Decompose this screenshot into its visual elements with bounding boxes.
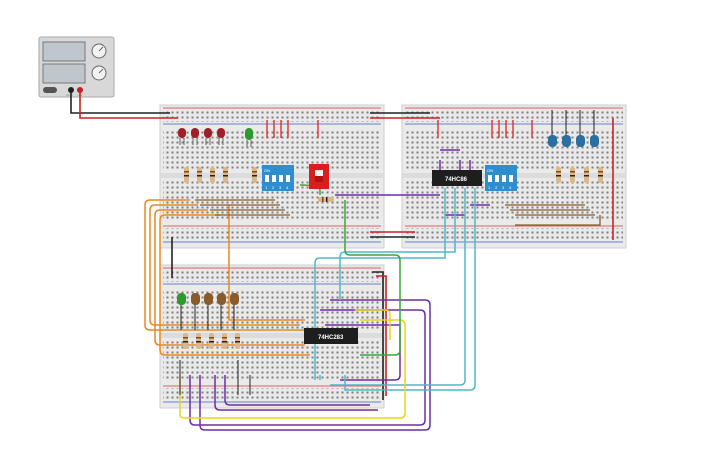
- power-supply[interactable]: GND +5V: [38, 36, 115, 98]
- power-switch-icon[interactable]: [43, 87, 57, 93]
- svg-text:4: 4: [286, 185, 289, 190]
- dip-switch-b-on-label: ON: [487, 168, 493, 173]
- resistor-group-top-right: [556, 167, 603, 183]
- led-brown-1: [191, 293, 200, 305]
- led-red-1: [178, 128, 186, 145]
- led-leads-bottom: [179, 305, 251, 395]
- svg-text:3: 3: [279, 185, 282, 190]
- brown-wires[interactable]: [195, 199, 601, 226]
- resistor-group-top-left: [184, 167, 334, 202]
- chip-74hc86: 74HC86: [432, 170, 482, 186]
- orange-wires[interactable]: [144, 199, 310, 356]
- red-jumpers[interactable]: [266, 120, 533, 138]
- svg-text:3: 3: [502, 185, 505, 190]
- dip-switch-a-on-label: ON: [264, 168, 270, 173]
- led-group-sum: [177, 293, 239, 305]
- resistor-group-bottom: [183, 333, 240, 349]
- led-green-sum: [177, 293, 186, 305]
- led-group-red: [178, 128, 253, 147]
- yellow-wires[interactable]: [179, 309, 406, 419]
- led-blue-4: [590, 135, 599, 147]
- chip-74hc283: 74HC283: [304, 328, 358, 344]
- chip-74hc86-label: 74HC86: [445, 177, 468, 183]
- chip-74hc283-label: 74HC283: [318, 335, 344, 341]
- led-red-4: [217, 128, 225, 145]
- svg-text:1: 1: [265, 185, 268, 190]
- svg-text:2: 2: [272, 185, 275, 190]
- purple-wires[interactable]: [189, 149, 490, 431]
- led-group-blue: [548, 110, 599, 147]
- led-brown-2: [204, 293, 213, 305]
- led-red-2: [191, 128, 199, 145]
- svg-text:1: 1: [488, 185, 491, 190]
- led-red-3: [204, 128, 212, 145]
- ground-terminal-label: GND: [66, 93, 74, 97]
- dip-switch-a[interactable]: ON 1 2 3 4: [262, 165, 294, 191]
- led-blue-2: [562, 135, 571, 147]
- power-wires[interactable]: [70, 90, 614, 400]
- svg-text:4: 4: [509, 185, 512, 190]
- led-brown-4: [230, 293, 239, 305]
- dip-switch-b[interactable]: ON 1 2 3 4: [485, 165, 517, 191]
- led-blue-1: [548, 135, 557, 147]
- mode-switch-button[interactable]: [309, 164, 329, 189]
- led-blue-3: [576, 135, 585, 147]
- led-green-carry: [245, 128, 253, 147]
- svg-text:2: 2: [495, 185, 498, 190]
- led-brown-3: [217, 293, 226, 305]
